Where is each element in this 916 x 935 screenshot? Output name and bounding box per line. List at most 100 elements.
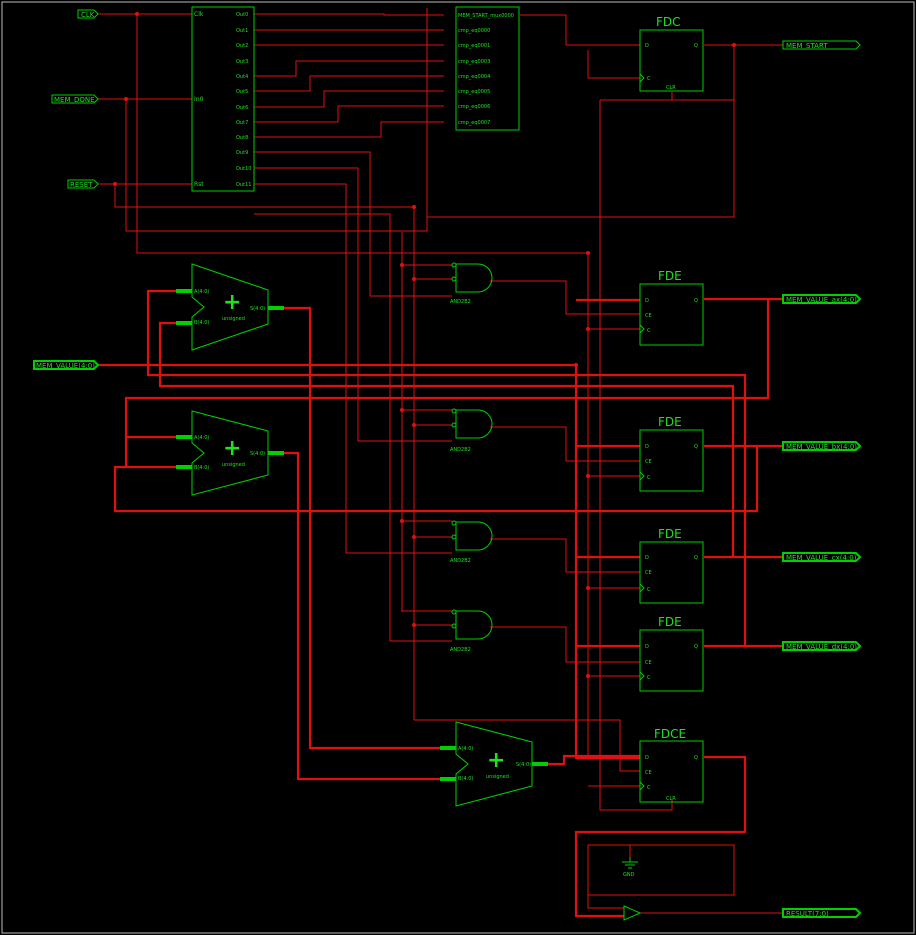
- fsm-out-pin-11: Out11: [236, 182, 251, 188]
- fde-pin-ce: CE: [645, 313, 652, 319]
- adder-3[interactable]: A(4:0) B(4:0) S(4:0) + unsigned: [440, 721, 548, 807]
- fsm-out-pin-7: Out7: [236, 120, 248, 126]
- wires: [98, 8, 783, 914]
- fdc-title: FDC: [656, 15, 681, 29]
- gnd-label: GND: [623, 872, 635, 878]
- fsm-out-pin-6: Out6: [236, 105, 248, 111]
- port-label-reset: RESET: [70, 181, 93, 189]
- mux-pins: MEM_START_mux0000cmp_eq0000cmp_eq0001cmp…: [458, 13, 514, 126]
- adder-pin-b: B(4:0): [194, 465, 209, 471]
- plus-icon: +: [223, 290, 241, 315]
- fsm-out-pin-3: Out3: [236, 59, 248, 65]
- adder-unsigned: unsigned: [222, 462, 245, 468]
- input-port-mem-done[interactable]: MEM_DONE: [51, 94, 99, 104]
- and-gate-label: AND2B2: [450, 647, 471, 653]
- mux-pin-0: MEM_START_mux0000: [458, 13, 514, 19]
- fsm-out-pin-0: Out0: [236, 12, 248, 18]
- output-port-dx[interactable]: MEM_VALUE_dx(4:0): [782, 641, 862, 651]
- port-label-mem-start: MEM_START: [786, 42, 828, 50]
- port-label-cx: MEM_VALUE_cx(4:0): [786, 554, 857, 562]
- fde-flipflop-dx[interactable]: FDE D Q CE C: [639, 615, 704, 692]
- adder-pin-a: A(4:0): [458, 746, 473, 752]
- mux-pin-5: cmp_eq0005: [458, 89, 490, 95]
- port-label-bx: MEM_VALUE_bx(4:0): [786, 443, 857, 451]
- port-label-mem-done: MEM_DONE: [54, 96, 95, 104]
- fde-pin-ce: CE: [645, 570, 652, 576]
- adder-pin-a: A(4:0): [194, 435, 209, 441]
- fdc-pin-d: D: [645, 43, 649, 49]
- fde-pin-q: Q: [694, 298, 698, 304]
- fde-pin-q: Q: [694, 444, 698, 450]
- fdce-pin-clr: CLR: [666, 796, 676, 802]
- and-gate-label: AND2B2: [450, 558, 471, 564]
- fdc-pin-q: Q: [694, 43, 698, 49]
- fdce-pin-ce: CE: [645, 770, 652, 776]
- fde-pin-d: D: [645, 298, 649, 304]
- output-port-bx[interactable]: MEM_VALUE_bx(4:0): [782, 441, 862, 451]
- mux-block[interactable]: MEM_START_mux0000cmp_eq0000cmp_eq0001cmp…: [455, 6, 520, 131]
- fde-flipflop-ax[interactable]: FDE D Q CE C: [639, 269, 704, 346]
- port-label-dx: MEM_VALUE_dx(4:0): [786, 643, 857, 651]
- port-label-ax: MEM_VALUE_ax(4:0): [786, 296, 857, 304]
- fde-pin-c: C: [647, 675, 651, 681]
- adder-pin-s: S(4:0): [250, 306, 265, 312]
- output-port-result[interactable]: RESULT(7:0): [782, 908, 862, 918]
- adder-2[interactable]: A(4:0) B(4:0) S(4:0) + unsigned: [176, 410, 284, 496]
- adder-pin-b: B(4:0): [194, 320, 209, 326]
- fde-pin-c: C: [647, 475, 651, 481]
- fde-flipflop-bx[interactable]: FDE D Q CE C: [639, 415, 704, 492]
- input-port-mem-value[interactable]: MEM_VALUE(4:0): [33, 360, 100, 370]
- fdc-pin-clr: CLR: [666, 85, 676, 91]
- plus-icon: +: [223, 436, 241, 461]
- output-port-ax[interactable]: MEM_VALUE_ax(4:0): [782, 294, 862, 304]
- fsm-pin-rst: Rst: [194, 181, 204, 188]
- input-port-reset[interactable]: RESET: [67, 179, 99, 189]
- fdc-pin-c: C: [647, 76, 651, 82]
- and-gate-3[interactable]: AND2B2: [450, 520, 493, 564]
- and-gate-1[interactable]: AND2B2: [450, 262, 493, 305]
- fde-flipflop-cx[interactable]: FDE D Q CE C: [639, 527, 704, 604]
- fde-pin-ce: CE: [645, 660, 652, 666]
- adder-pin-s: S(4:0): [516, 762, 531, 768]
- fde-title: FDE: [658, 269, 682, 283]
- fde-pin-c: C: [647, 587, 651, 593]
- fdce-pin-c: C: [647, 785, 651, 791]
- fsm-out-pin-8: Out8: [236, 135, 248, 141]
- fde-pin-q: Q: [694, 644, 698, 650]
- fsm-out-pin-2: Out2: [236, 43, 248, 49]
- fde-pin-ce: CE: [645, 459, 652, 465]
- fde-pin-d: D: [645, 555, 649, 561]
- fde-title: FDE: [658, 615, 682, 629]
- mux-pin-2: cmp_eq0001: [458, 43, 490, 49]
- fdce-flipflop[interactable]: FDCE D Q CE C CLR: [639, 727, 704, 803]
- and-gate-2[interactable]: AND2B2: [450, 408, 493, 453]
- and-gate-label: AND2B2: [450, 447, 471, 453]
- adder-pin-s: S(4:0): [250, 451, 265, 457]
- port-label-mem-value: MEM_VALUE(4:0): [36, 362, 95, 370]
- port-label-result: RESULT(7:0): [786, 910, 829, 918]
- fde-title: FDE: [658, 415, 682, 429]
- input-port-clk[interactable]: CLK: [77, 9, 99, 19]
- fsm-out-pin-9: Out9: [236, 150, 248, 156]
- fsm-block[interactable]: Clk In0 Rst Out0Out1Out2Out3Out4Out5Out6…: [191, 6, 255, 192]
- fsm-pin-in0: In0: [194, 96, 204, 103]
- and-gate-4[interactable]: AND2B2: [450, 609, 493, 653]
- fde-pin-d: D: [645, 644, 649, 650]
- fsm-out-pin-5: Out5: [236, 89, 248, 95]
- gnd-symbol: GND: [622, 857, 638, 878]
- output-port-mem-start[interactable]: MEM_START: [782, 40, 861, 50]
- fdc-flipflop[interactable]: FDC D Q C CLR: [639, 15, 704, 92]
- adder-unsigned: unsigned: [486, 774, 509, 780]
- output-port-cx[interactable]: MEM_VALUE_cx(4:0): [782, 552, 862, 562]
- output-buffer[interactable]: [623, 905, 642, 921]
- fsm-pin-clk: Clk: [194, 11, 204, 18]
- mux-pin-6: cmp_eq0006: [458, 104, 490, 110]
- fde-title: FDE: [658, 527, 682, 541]
- adder-1[interactable]: A(4:0) B(4:0) S(4:0) + unsigned: [176, 263, 284, 351]
- fde-pin-c: C: [647, 328, 651, 334]
- junctions: [113, 12, 736, 678]
- fsm-out-pin-1: Out1: [236, 28, 248, 34]
- fsm-out-pins: Out0Out1Out2Out3Out4Out5Out6Out7Out8Out9…: [236, 12, 251, 188]
